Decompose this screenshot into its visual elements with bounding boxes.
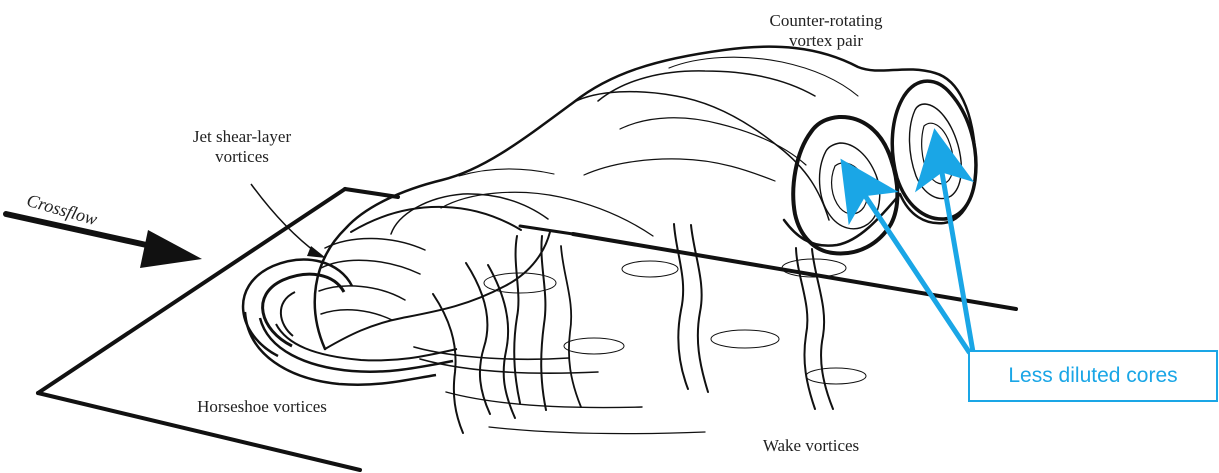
less-diluted-cores-arrows (846, 138, 973, 352)
jet-shear-layer-line: Jet shear-layer (177, 127, 307, 147)
counter-rotating-vortex-pair-label: Counter-rotating vortex pair (761, 11, 891, 50)
vortex-pair-line: vortex pair (761, 31, 891, 51)
wake-vortices (414, 224, 866, 434)
wake-vortices-label: Wake vortices (741, 436, 881, 456)
horseshoe-vortices-label: Horseshoe vortices (177, 397, 347, 417)
counter-rotating-line: Counter-rotating (761, 11, 891, 31)
ground-plane (38, 189, 1016, 470)
vortices-line: vortices (177, 147, 307, 167)
jet-shear-layer-vortices-label: Jet shear-layer vortices (177, 127, 307, 166)
horseshoe-vortices (243, 260, 457, 385)
less-diluted-cores-label: Less diluted cores (968, 350, 1218, 402)
jet-plume (315, 47, 976, 349)
crossflow-arrow (6, 214, 202, 268)
